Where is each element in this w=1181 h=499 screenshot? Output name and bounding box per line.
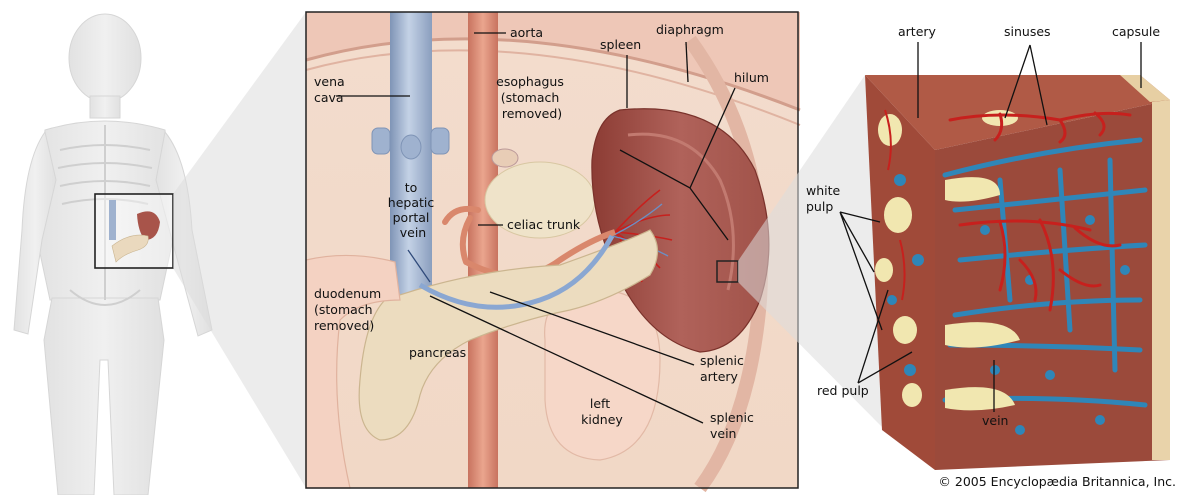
esophagus-stub xyxy=(492,149,518,167)
label-artery: artery xyxy=(898,24,937,39)
copyright-notice: © 2005 Encyclopædia Britannica, Inc. xyxy=(938,474,1176,489)
label-pancreas: pancreas xyxy=(409,345,466,360)
label-diaphragm: diaphragm xyxy=(656,22,724,37)
label-vena-cava: vena cava xyxy=(314,74,349,105)
zoom-fan-left xyxy=(173,12,306,488)
label-aorta: aorta xyxy=(510,25,543,40)
label-vein: vein xyxy=(982,413,1008,428)
label-spleen: spleen xyxy=(600,37,641,52)
main-inset: aorta vena cava esophagus (stomach remov… xyxy=(306,12,800,488)
label-sinuses: sinuses xyxy=(1004,24,1051,39)
label-capsule: capsule xyxy=(1112,24,1160,39)
aorta-shape xyxy=(468,12,498,488)
label-esophagus: esophagus (stomach removed) xyxy=(496,74,568,121)
body-zoom-box xyxy=(95,194,173,268)
label-hilum: hilum xyxy=(734,70,769,85)
label-celiac-trunk: celiac trunk xyxy=(507,217,581,232)
label-red-pulp: red pulp xyxy=(817,383,869,398)
